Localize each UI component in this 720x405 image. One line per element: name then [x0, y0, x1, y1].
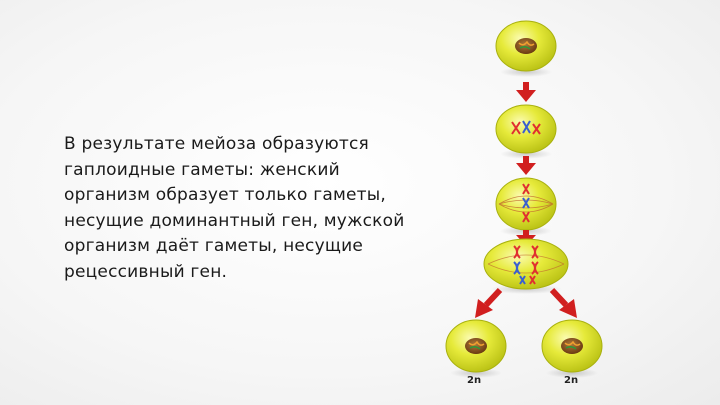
- cell-icon: [541, 319, 603, 378]
- ploidy-label-left: 2n: [467, 375, 482, 386]
- chromosome-icon: [511, 120, 541, 135]
- text-line: несущие доминантный ген, мужской: [64, 210, 405, 231]
- cell-icon: [495, 177, 557, 236]
- cell-icon: [495, 104, 557, 159]
- text-line: организм образует только гаметы,: [64, 185, 386, 205]
- diagonal-arrow-icon: [549, 287, 577, 318]
- chromosome-icon: [513, 245, 539, 285]
- text-line: гаплоидные гаметы: женский: [64, 159, 340, 180]
- cell-icon: [495, 20, 557, 77]
- cell-icon: [483, 238, 569, 294]
- ploidy-label-right: 2n: [564, 375, 579, 386]
- down-arrow-icon: [516, 156, 536, 175]
- down-arrow-icon: [516, 82, 536, 102]
- chromosome-icon: [522, 183, 530, 223]
- diagonal-arrow-icon: [475, 287, 503, 318]
- text-line: рецессивный ген.: [64, 261, 228, 282]
- text-line: В результате мейоза образуются: [64, 134, 369, 154]
- text-line: организм даёт гаметы, несущие: [64, 236, 363, 256]
- cell-icon: [445, 319, 507, 378]
- body-text: В результате мейоза образуются гаплоидны…: [64, 132, 405, 285]
